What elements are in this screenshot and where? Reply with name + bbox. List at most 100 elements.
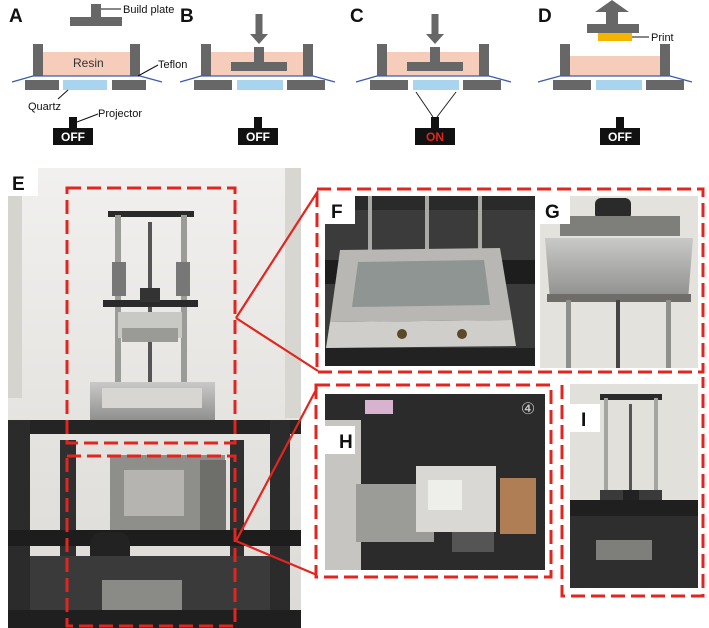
base-left — [553, 80, 591, 90]
stand-top — [108, 211, 194, 217]
photo-h: ④ H — [325, 394, 545, 570]
vat-wall-right — [303, 44, 313, 76]
base-right — [463, 80, 501, 90]
zoom-indicators — [65, 186, 705, 628]
teflon-callout: Teflon — [158, 59, 187, 71]
build-plate — [70, 17, 122, 26]
zoom-connector-lines — [235, 190, 319, 577]
panel-e-letter: E — [12, 174, 25, 195]
quartz-window — [413, 80, 459, 90]
projector-lens — [616, 117, 624, 128]
projector — [53, 128, 93, 145]
build-plate-callout: Build plate — [123, 4, 174, 16]
zoom-box-upper — [65, 186, 237, 445]
heat-spreader — [500, 478, 536, 534]
teflon-film — [537, 75, 693, 83]
projector-lens — [254, 117, 262, 128]
projector-state: OFF — [608, 130, 632, 144]
panel-d-letter: D — [538, 6, 552, 27]
down-arrow — [426, 34, 444, 44]
base-left — [370, 80, 408, 90]
build-plate — [407, 62, 463, 71]
vat-wall-left — [33, 44, 43, 76]
photo-f: F — [325, 196, 535, 366]
panel-b-letter: B — [180, 6, 194, 27]
quartz-window — [596, 80, 642, 90]
carriage — [103, 300, 198, 307]
up-arrow — [595, 0, 629, 24]
zoom-box-i — [560, 377, 705, 598]
screw — [457, 329, 467, 339]
panel-i-letter: I — [581, 410, 586, 431]
resin — [570, 56, 660, 76]
rod-right — [666, 300, 671, 368]
build-plate — [545, 238, 693, 300]
frame-rail — [570, 500, 698, 516]
panel-g-letter: G — [545, 202, 560, 223]
vat-wall-left — [377, 44, 387, 76]
quartz-window — [63, 80, 107, 90]
heatsink — [102, 580, 182, 610]
printed-part — [598, 33, 632, 41]
build-plate-shaft — [430, 47, 440, 65]
frame-left-post — [8, 420, 30, 628]
panel-f-letter: F — [331, 202, 343, 223]
projector — [238, 128, 278, 145]
rod-right — [654, 398, 658, 502]
rod-left — [566, 300, 571, 368]
vat-wall-right — [130, 44, 140, 76]
panel-a-letter: A — [9, 6, 23, 27]
resin — [43, 52, 130, 76]
down-arrow — [250, 34, 268, 44]
resin-label: Resin — [73, 56, 104, 70]
teflon-film — [355, 75, 512, 83]
base-right — [287, 80, 325, 90]
frame-middle-rail — [8, 530, 301, 546]
rod-left — [604, 398, 608, 502]
panel-b: B OFF — [179, 6, 336, 145]
teflon-leader — [137, 64, 159, 77]
print-callout: Print — [651, 32, 674, 44]
vat-wall-left — [560, 44, 570, 76]
projector-state: ON — [426, 130, 444, 144]
zoom-box-f-g — [315, 187, 705, 374]
projector — [600, 128, 640, 145]
projector — [415, 128, 455, 145]
photo-g: G — [540, 196, 698, 368]
screw — [397, 329, 407, 339]
build-plate-shaft — [91, 4, 101, 18]
vat-wall-right — [479, 44, 489, 76]
base-left — [194, 80, 232, 90]
quartz-leader — [57, 89, 69, 100]
panel-c: C ON — [350, 6, 512, 145]
projector-state: OFF — [246, 130, 270, 144]
quartz-callout: Quartz — [28, 101, 61, 113]
zoom-box-lower — [65, 454, 237, 628]
quartz-window — [237, 80, 283, 90]
zoom-box-h — [314, 383, 553, 579]
projector-state: OFF — [61, 130, 85, 144]
circled-number: ④ — [521, 401, 535, 418]
projector-leader — [76, 113, 99, 123]
teflon-film — [11, 75, 163, 83]
vat-wall-left — [201, 44, 211, 76]
base-right — [112, 80, 146, 90]
build-plate — [587, 24, 639, 33]
knob — [595, 198, 631, 220]
panel-d: D Print OFF — [537, 0, 693, 145]
light-beam-left — [415, 91, 434, 118]
projector-lens — [69, 117, 77, 128]
panel-h-letter: H — [339, 432, 353, 453]
panel-a: A Build plate Resin Teflon Quartz OFF Pr… — [9, 4, 187, 145]
light-beam-right — [436, 91, 457, 118]
frame-right-post — [270, 420, 290, 628]
build-plate — [231, 62, 287, 71]
projector-callout: Projector — [98, 108, 142, 120]
panel-c-letter: C — [350, 6, 364, 27]
base-left — [25, 80, 59, 90]
projector-lens — [431, 117, 439, 128]
frame-top-rail — [8, 420, 301, 434]
teflon-film — [179, 75, 336, 83]
build-plate-shaft — [254, 47, 264, 65]
